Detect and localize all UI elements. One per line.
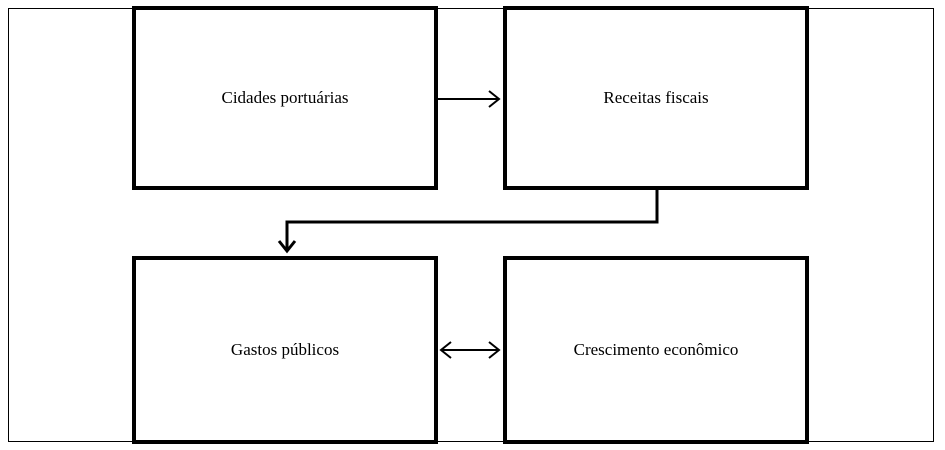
node-crescimento-economico: Crescimento econômico: [503, 256, 809, 444]
node-gastos-publicos: Gastos públicos: [132, 256, 438, 444]
diagram-frame: [8, 8, 934, 442]
node-label: Gastos públicos: [230, 340, 340, 359]
node-label: Crescimento econômico: [573, 340, 739, 359]
node-cidades-portuarias: Cidades portuárias: [132, 6, 438, 190]
node-receitas-fiscais: Receitas fiscais: [503, 6, 809, 190]
node-label: Receitas fiscais: [603, 88, 709, 107]
node-label: Cidades portuárias: [221, 88, 349, 107]
